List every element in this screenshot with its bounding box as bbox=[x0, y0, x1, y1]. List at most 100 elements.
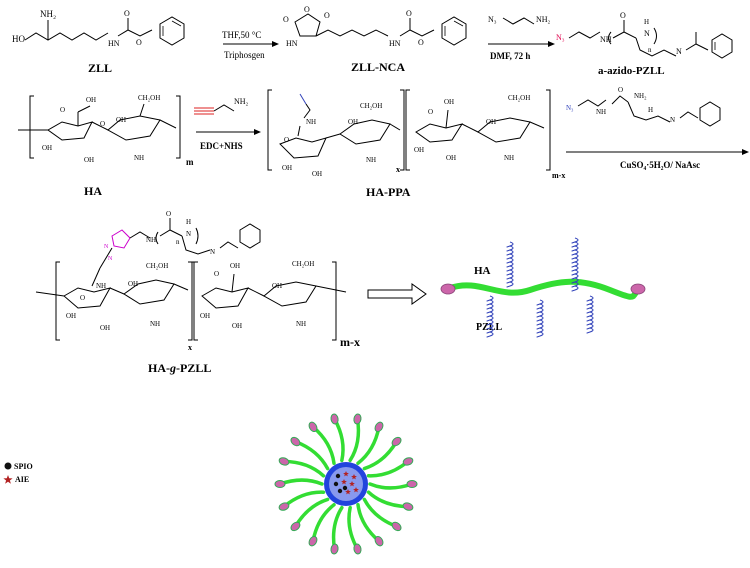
g-nh-b: NH bbox=[296, 320, 306, 328]
ha-oh-c: OH bbox=[116, 116, 126, 124]
ha-ppa-label: HA-PPA bbox=[366, 185, 411, 199]
zll-nca-label: ZLL-NCA bbox=[351, 60, 405, 74]
step3-reagent: NH₂ bbox=[194, 97, 249, 115]
g-ch2oh-b: CH₂OH bbox=[292, 260, 314, 268]
micelle-arm bbox=[366, 490, 410, 509]
step4-n3: N₃ bbox=[566, 104, 574, 112]
micelle-end-icon bbox=[308, 421, 318, 433]
nca-o-right: O bbox=[324, 11, 330, 20]
micelle-end-icon bbox=[391, 436, 402, 447]
propargyl-nh2: NH₂ bbox=[234, 97, 249, 106]
micelle-arm bbox=[332, 417, 345, 463]
micelle-arm bbox=[311, 503, 336, 543]
g-o-b: O bbox=[214, 270, 219, 278]
g-nh-a: NH bbox=[150, 320, 160, 328]
ha-structure: O OH OH OH O CH₂OH OH NH m HA bbox=[18, 94, 194, 198]
ppa-cooh-oh: OH bbox=[444, 98, 454, 106]
aie-particle bbox=[345, 489, 351, 495]
triazole-n1: N bbox=[104, 244, 109, 250]
pzll-h: H bbox=[644, 18, 649, 26]
pzll-helix bbox=[586, 295, 594, 334]
step4-conditions: CuSO₄·5H₂O/ NaAsc bbox=[620, 160, 700, 170]
step4-h: H bbox=[648, 106, 653, 114]
aie-particle bbox=[341, 479, 347, 485]
ppa-nh-c: NH bbox=[504, 154, 514, 162]
zll-structure: NH₂ HO HN O O ZLL bbox=[12, 9, 185, 75]
triazole-n2: N bbox=[108, 256, 113, 262]
micelle-end-icon bbox=[391, 521, 402, 532]
legend-spio: SPIO bbox=[14, 462, 33, 471]
graft-h: H bbox=[186, 218, 191, 226]
micelle-end-icon bbox=[374, 535, 384, 547]
ppa-oh-d: OH bbox=[414, 146, 424, 154]
ppa-nh: NH bbox=[306, 118, 316, 126]
reagent-nh2: NH₂ bbox=[536, 15, 551, 24]
ha-ppa-structure: NH O OH OH CH₂OH OH NH x OH O OH OH CH₂O… bbox=[267, 89, 565, 199]
ppa-oh-e: OH bbox=[446, 154, 456, 162]
nca-o-carbonyl: O bbox=[406, 9, 412, 18]
nca-o-ester: O bbox=[418, 38, 424, 47]
g-oh-c: OH bbox=[128, 280, 138, 288]
step4-reagent: N₃ NH O NH₂ H N bbox=[566, 86, 721, 127]
step1-reagent: Triphosgen bbox=[224, 50, 265, 60]
nca-hn: HN bbox=[286, 39, 298, 48]
spio-particle bbox=[337, 488, 343, 494]
graft-side-n: N bbox=[210, 248, 215, 256]
ppa-nh-b: NH bbox=[366, 156, 376, 164]
micelle-arm bbox=[356, 425, 381, 465]
pzll-side-nh: N bbox=[676, 47, 682, 56]
ppa-repeat-mx: m-x bbox=[552, 171, 565, 180]
legend: SPIO AIE bbox=[3, 462, 33, 484]
ha-g-pzll-part2: g bbox=[169, 361, 176, 375]
zll-nh2-label: NH₂ bbox=[40, 9, 56, 19]
step4-n-side: N bbox=[670, 116, 675, 124]
micelle-arm bbox=[368, 482, 414, 490]
micelle-arm bbox=[293, 497, 330, 529]
micelle-end-icon bbox=[402, 502, 414, 511]
ha-backbone bbox=[447, 278, 643, 300]
ha-ch2oh: CH₂OH bbox=[138, 94, 160, 102]
micelle-end-icon bbox=[278, 502, 290, 511]
g-ch2oh-a: CH₂OH bbox=[146, 262, 168, 270]
ha-repeat-m: m bbox=[186, 157, 194, 167]
micelle-end-icon bbox=[353, 543, 362, 555]
ha-oh-a: OH bbox=[42, 144, 52, 152]
zll-o-ester: O bbox=[136, 38, 142, 47]
micelle-end-icon bbox=[353, 413, 362, 425]
ppa-o: O bbox=[284, 136, 289, 144]
g-cooh-oh: OH bbox=[230, 262, 240, 270]
ha-o1: O bbox=[60, 106, 65, 114]
ha-g-pzll-label: HA-g-PZLL bbox=[148, 361, 211, 375]
azide-group: N₃ bbox=[556, 33, 565, 42]
schematic-ha-label: HA bbox=[474, 265, 491, 277]
g-oh-f: OH bbox=[272, 282, 282, 290]
micelle-end-icon bbox=[374, 421, 384, 433]
end-group-icon bbox=[440, 283, 456, 295]
g-oh-b: OH bbox=[100, 324, 110, 332]
zll-nca-structure: O O O HN HN O O ZLL-NCA bbox=[283, 5, 467, 74]
aie-particle bbox=[349, 481, 355, 487]
step2-conditions: DMF, 72 h bbox=[490, 51, 530, 61]
schematic-pzll-label: PZLL bbox=[476, 322, 502, 333]
micelle-end-icon bbox=[330, 543, 339, 555]
zll-label: ZLL bbox=[88, 61, 112, 75]
pzll-n-subscript: n bbox=[648, 46, 652, 54]
ppa-oh-f: OH bbox=[486, 118, 496, 126]
aie-particle bbox=[343, 471, 349, 477]
micelle-end-icon bbox=[290, 436, 301, 447]
ppa-oh-a: OH bbox=[282, 164, 292, 172]
micelle-arm bbox=[278, 478, 324, 486]
g-oh-e: OH bbox=[232, 322, 242, 330]
step4-nh: NH bbox=[596, 108, 606, 116]
micelle-end-icon bbox=[274, 480, 286, 488]
ha-oh-b: OH bbox=[84, 156, 94, 164]
micelle-end-icon bbox=[308, 535, 318, 547]
spio-particle bbox=[335, 473, 341, 479]
g-repeat-x: x bbox=[188, 343, 192, 352]
spio-particle bbox=[333, 481, 339, 487]
ha-g-pzll-part1: HA- bbox=[148, 361, 170, 375]
graft-subscript-n: n bbox=[176, 238, 180, 246]
step3-conditions: EDC+NHS bbox=[200, 141, 243, 151]
